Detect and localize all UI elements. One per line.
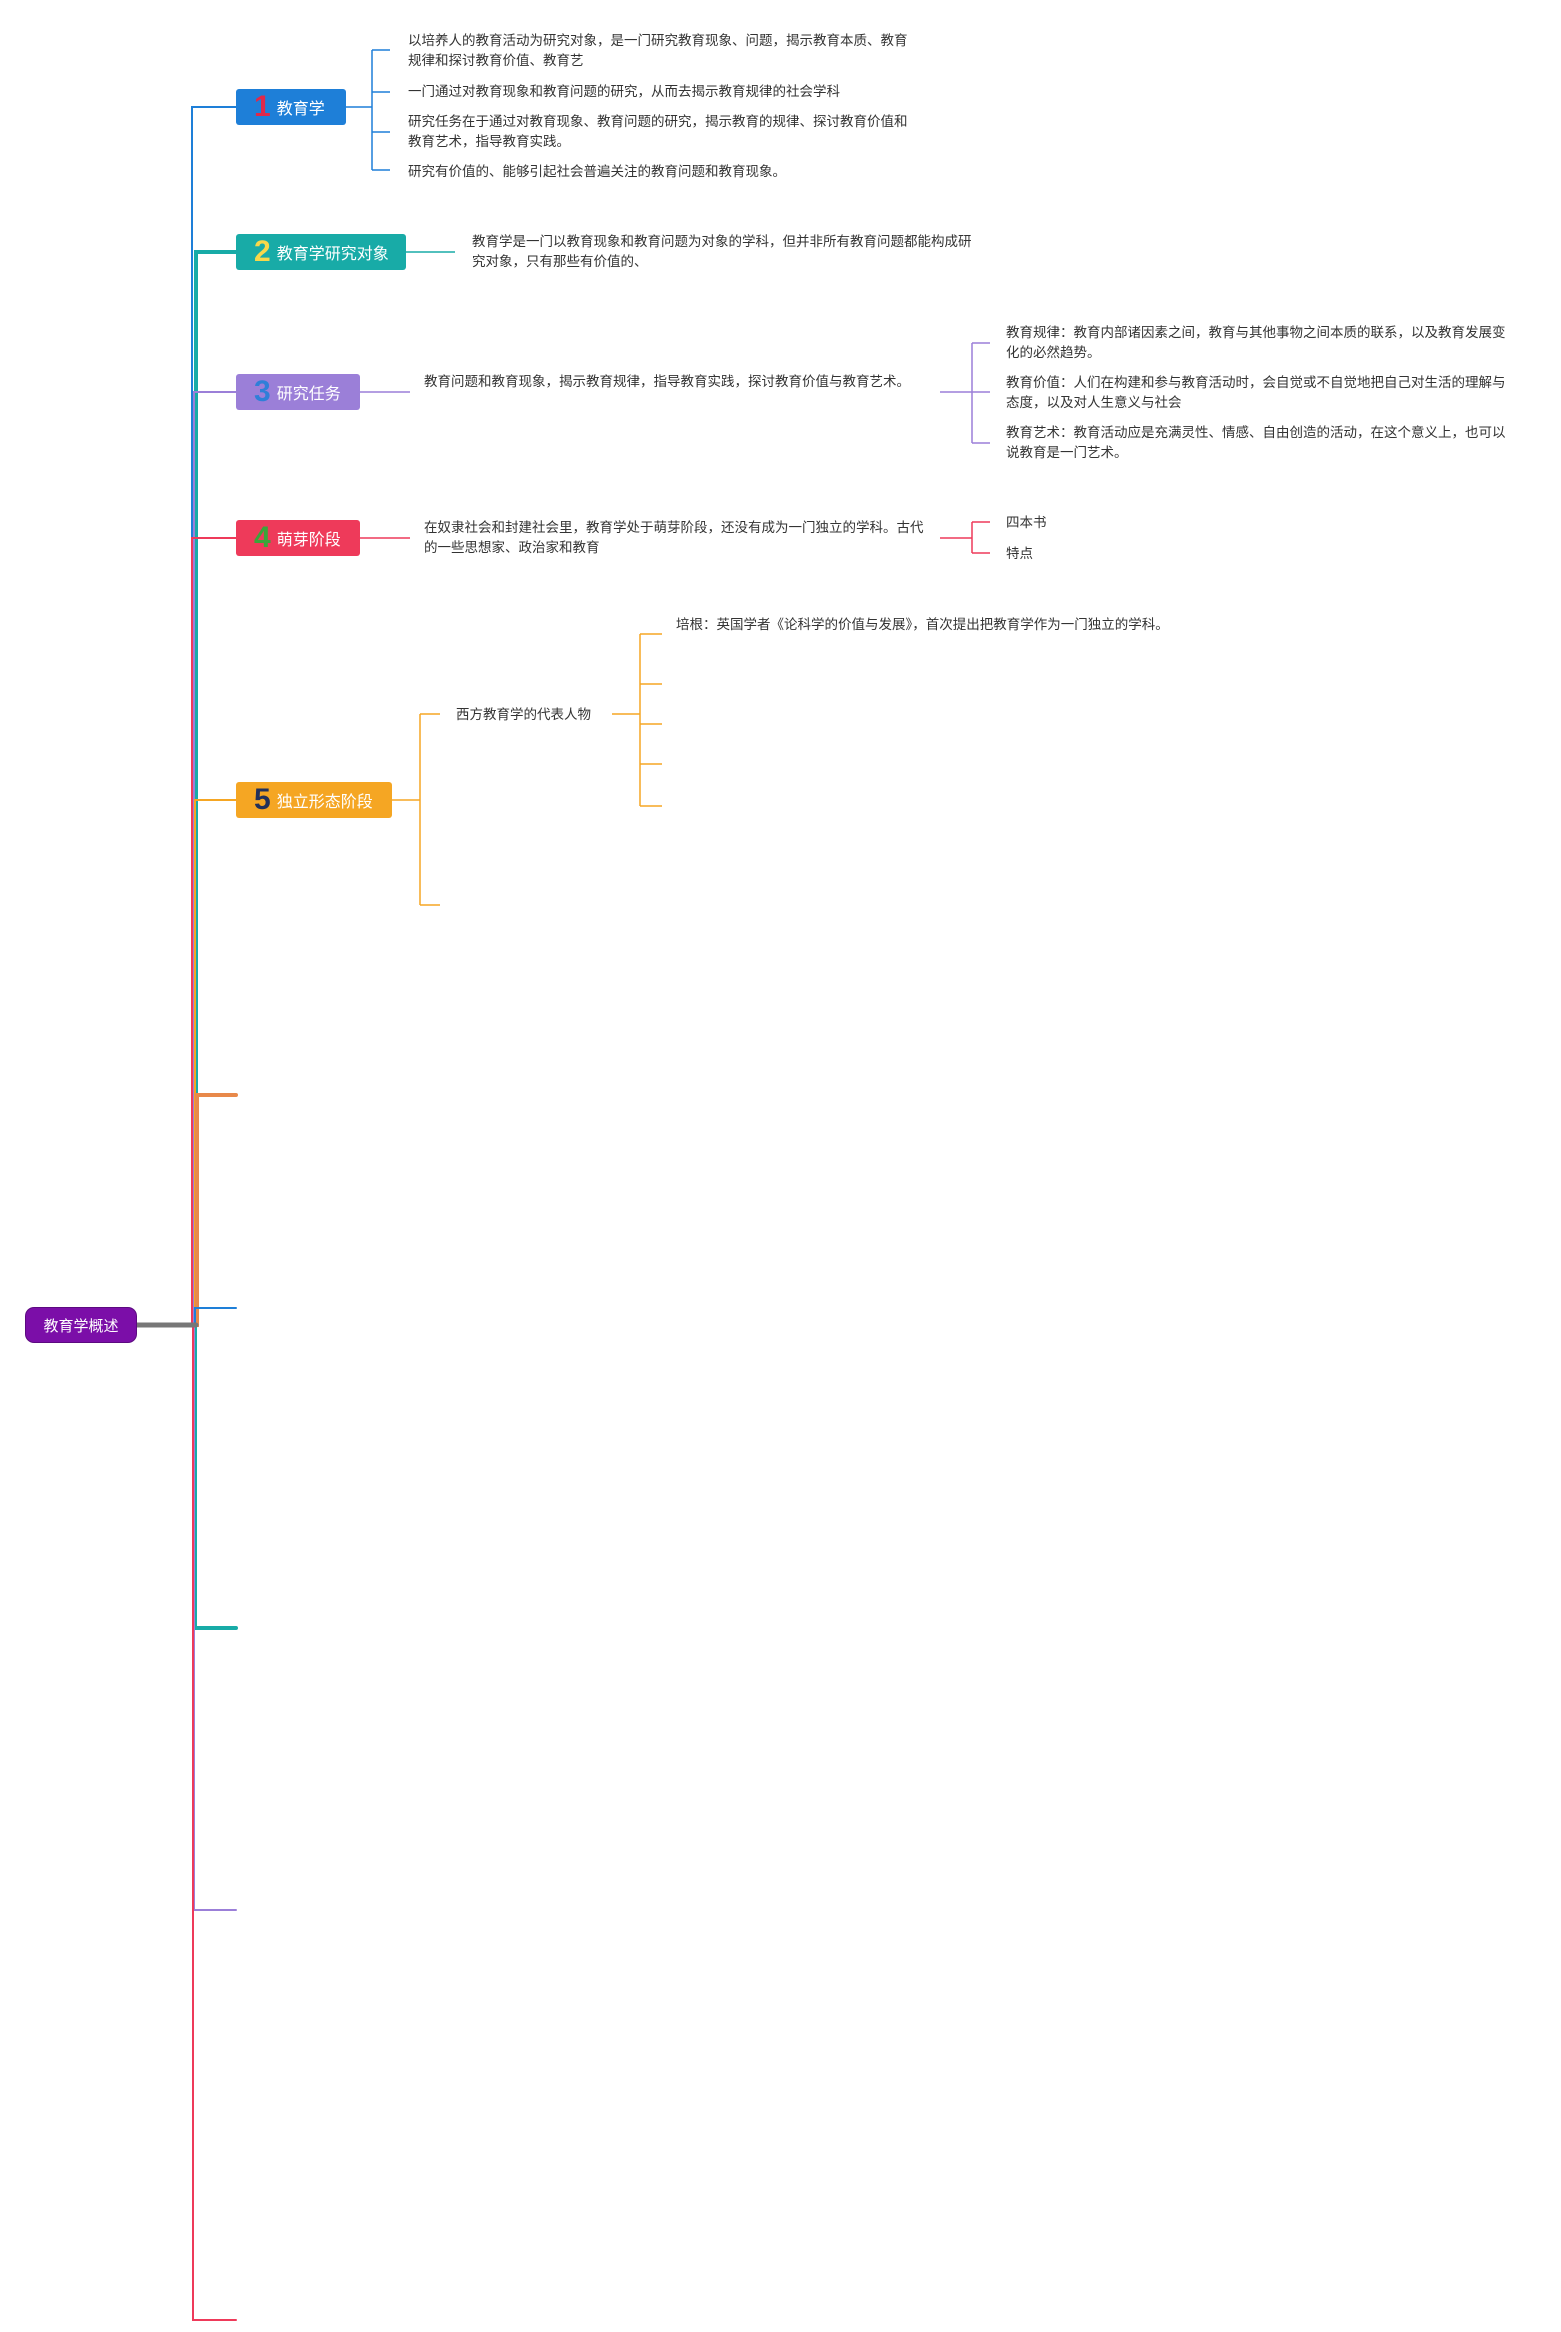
topic-1-number: 1 (254, 90, 271, 123)
branch-line-4 (135, 537, 237, 1326)
topic-1[interactable]: 1 教育学 (236, 89, 346, 125)
branch-line-3 (135, 391, 237, 1326)
branch-line-6 (134, 1093, 238, 1327)
topic-2-number: 2 (254, 235, 271, 268)
topic-3-child-3: 教育艺术：教育活动应是充满灵性、情感、自由创造的活动，在这个意义上，也可以说教育… (1006, 425, 1506, 461)
topic-3-number: 3 (254, 375, 271, 408)
branch-line-8 (134, 1323, 238, 1630)
topic-3-label: 研究任务 (276, 384, 341, 403)
topic-1-note-4: 研究有价值的、能够引起社会普遍关注的教育问题和教育现象。 (408, 164, 786, 180)
topic-4-note-1: 在奴隶社会和封建社会里，教育学处于萌芽阶段，还没有成为一门独立的学科。古代的一些… (424, 520, 924, 556)
topic-1-note-1: 以培养人的教育活动为研究对象，是一门研究教育现象、问题，揭示教育本质、教育规律和… (408, 33, 908, 69)
topic-5-label: 独立形态阶段 (276, 792, 373, 811)
branch-line-2 (134, 250, 238, 1327)
topic-4-label: 萌芽阶段 (276, 530, 341, 549)
topic-5-sub-child-1: 培根：英国学者《论科学的价值与发展》，首次提出把教育学作为一门独立的学科。 (676, 617, 1169, 633)
topic-3-child-1: 教育规律：教育内部诸因素之间，教育与其他事物之间本质的联系，以及教育发展变化的必… (1006, 325, 1506, 361)
topic-1-note-3: 研究任务在于通过对教育现象、教育问题的研究，揭示教育的规律、探讨教育价值和教育艺… (408, 114, 908, 150)
branch-line-1 (135, 106, 237, 1326)
topic-1-note-2: 一门通过对教育现象和教育问题的研究，从而去揭示教育规律的社会学科 (408, 84, 840, 100)
topic-3-note-1: 教育问题和教育现象，揭示教育规律，指导教育实践，探讨教育价值与教育艺术。 (424, 374, 910, 390)
topic-3[interactable]: 3 研究任务 (236, 374, 360, 410)
topic-5-sub: 西方教育学的代表人物 (456, 707, 591, 723)
branch-line-7 (135, 1307, 237, 1326)
topic-5-number: 5 (254, 783, 271, 816)
topic-4-child-2: 特点 (1006, 546, 1033, 562)
branch-line-green (135, 1094, 198, 1326)
root-label: 教育学概述 (43, 1316, 119, 1335)
topic-2-label: 教育学研究对象 (276, 244, 389, 263)
topic-3-child-2: 教育价值：人们在构建和参与教育活动时，会自觉或不自觉地把自己对生活的理解与态度，… (1006, 375, 1506, 411)
branch-line-5 (135, 799, 237, 1326)
topic-4-child-1: 四本书 (1006, 515, 1047, 531)
topic-1-label: 教育学 (276, 99, 325, 118)
topic-2[interactable]: 2 教育学研究对象 (236, 234, 406, 270)
topic-5[interactable]: 5 独立形态阶段 (236, 782, 392, 818)
topic-4[interactable]: 4 萌芽阶段 (236, 520, 360, 556)
root-topic[interactable]: 教育学概述 (26, 1308, 136, 1342)
topic-4-number: 4 (254, 521, 271, 554)
branch-line-10 (135, 1324, 237, 2321)
topic-2-note-1: 教育学是一门以教育现象和教育问题为对象的学科，但并非所有教育问题都能构成研究对象… (472, 234, 972, 270)
branch-line-9 (135, 1324, 237, 1911)
